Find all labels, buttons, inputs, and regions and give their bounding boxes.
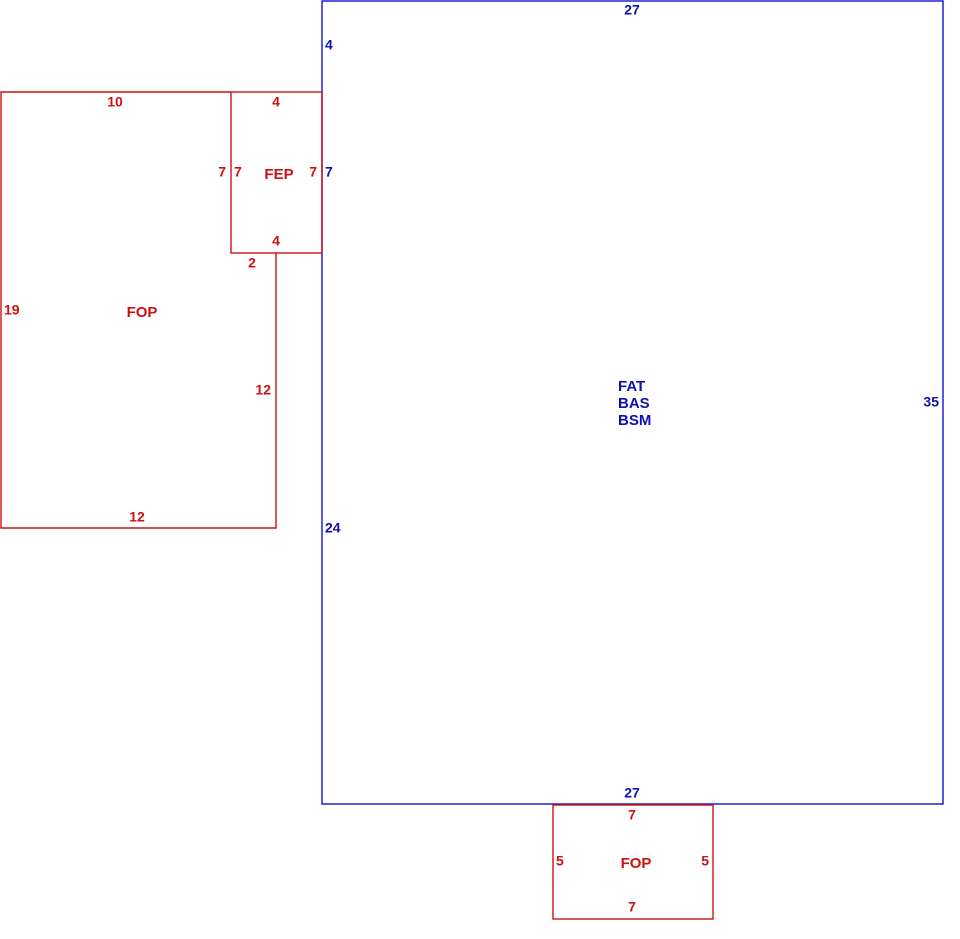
fep-left-outer-dimension: 7 <box>218 164 226 180</box>
fop-left-step-dimension: 2 <box>248 255 256 271</box>
fop-left-outline <box>0 91 277 529</box>
fop-left-right-dimension: 12 <box>255 382 271 398</box>
main-code-bsm: BSM <box>618 412 651 429</box>
fop-bottom-code: FOP <box>621 855 652 872</box>
main-top-dimension: 27 <box>624 2 640 18</box>
fep-area: 4 7 7 7 4 FEP <box>218 91 323 254</box>
main-structure: 27 4 7 24 35 27 FAT BAS BSM <box>321 0 944 805</box>
main-code-bas: BAS <box>618 395 650 412</box>
fep-bottom-dimension: 4 <box>272 233 280 249</box>
main-bottom-dimension: 27 <box>624 785 640 801</box>
main-code-fat: FAT <box>618 378 645 395</box>
fop-left-area: 10 19 2 12 12 FOP <box>0 91 277 529</box>
fop-left-left-dimension: 19 <box>4 302 20 318</box>
fop-bottom-area: 7 5 5 7 FOP <box>552 804 714 920</box>
main-left-lower-dimension: 24 <box>325 520 341 536</box>
fop-bottom-top-dimension: 7 <box>628 807 636 823</box>
fop-bottom-right-dimension: 5 <box>701 853 709 869</box>
fop-left-bottom-dimension: 12 <box>129 509 145 525</box>
fop-bottom-bottom-dimension: 7 <box>628 899 636 915</box>
main-structure-outline <box>321 0 944 805</box>
fop-bottom-left-dimension: 5 <box>556 853 564 869</box>
fop-bottom-outline <box>552 804 714 920</box>
fep-top-dimension: 4 <box>272 94 280 110</box>
fep-left-inner-dimension: 7 <box>234 164 242 180</box>
fep-code: FEP <box>264 166 293 183</box>
main-right-dimension: 35 <box>923 394 939 410</box>
fop-left-top-dimension: 10 <box>107 94 123 110</box>
main-left-upper-dimension: 4 <box>325 37 333 53</box>
fop-left-code: FOP <box>127 304 158 321</box>
fep-right-dimension: 7 <box>309 164 317 180</box>
main-left-middle-dimension: 7 <box>325 164 333 180</box>
